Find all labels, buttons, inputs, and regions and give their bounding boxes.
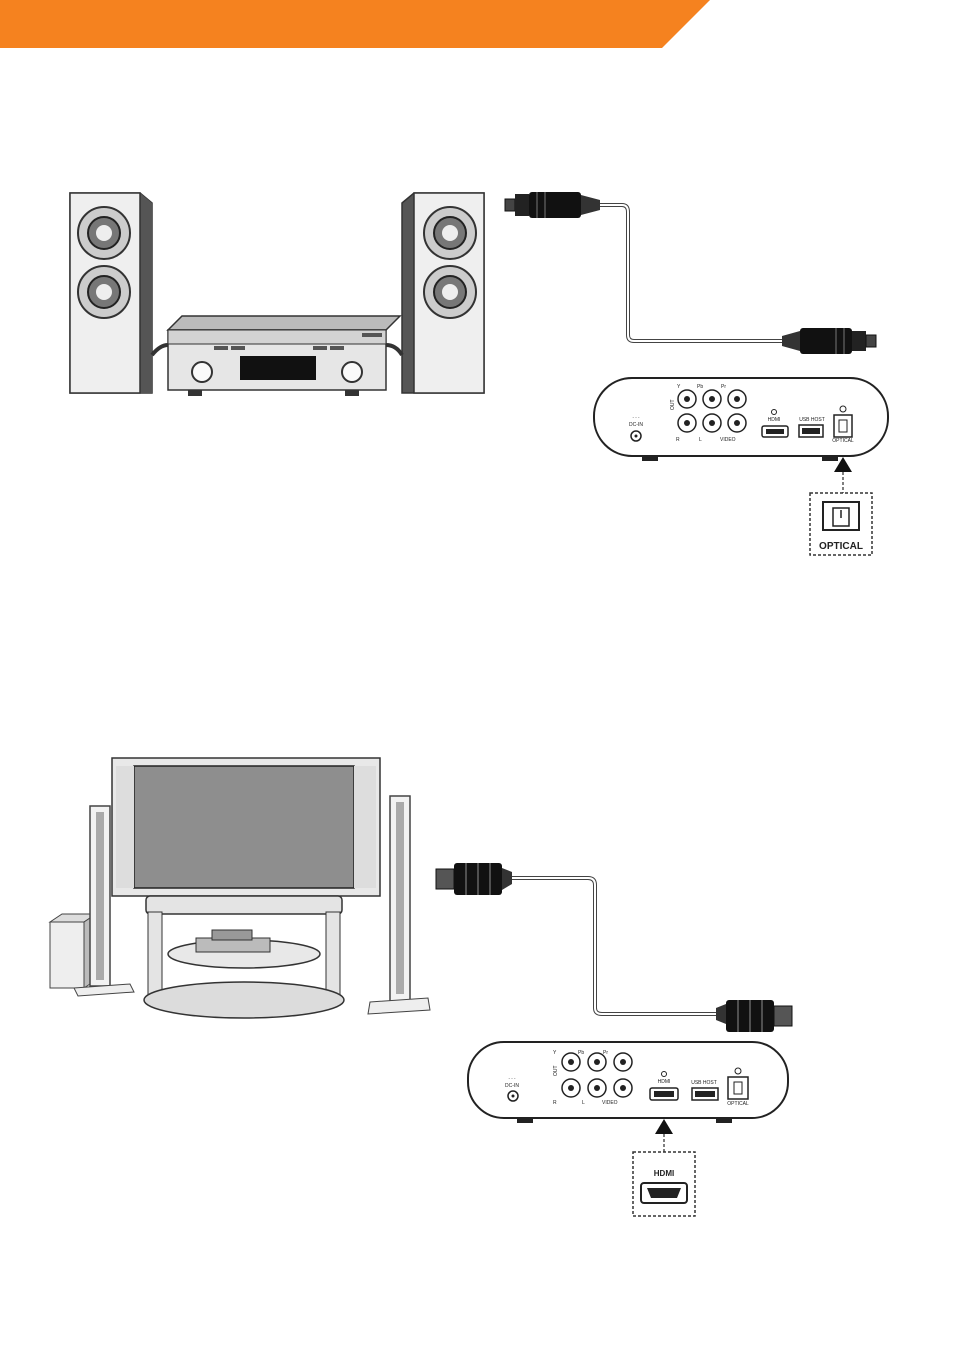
port-label-out: OUT bbox=[553, 1065, 559, 1076]
port-label-usb-host: USB HOST bbox=[691, 1080, 717, 1086]
hdmi-plug-icon bbox=[716, 1000, 792, 1032]
port-label-usb-host: USB HOST bbox=[799, 417, 825, 423]
port-label-out: OUT bbox=[670, 399, 676, 410]
optical-connection-diagram: - - - DC-IN Y Pb Pr OUT R L VIDEO HDMI U… bbox=[0, 180, 953, 570]
optical-plug-icon bbox=[782, 328, 876, 354]
header-banner bbox=[0, 0, 953, 50]
speaker-wire-left bbox=[152, 345, 168, 355]
subwoofer-icon bbox=[50, 914, 96, 988]
header-accent-shape bbox=[0, 0, 710, 48]
port-label-pr: Pr bbox=[721, 384, 726, 390]
port-label-optical: OPTICAL bbox=[727, 1101, 749, 1107]
svg-text:- - -: - - - bbox=[509, 1076, 516, 1081]
hdmi-callout-label: HDMI bbox=[654, 1169, 674, 1178]
port-label-pb: Pb bbox=[697, 384, 703, 390]
optical-callout: OPTICAL bbox=[810, 493, 872, 555]
port-label-l: L bbox=[582, 1100, 585, 1106]
svg-text:- - -: - - - bbox=[633, 415, 640, 420]
speaker-wire-right bbox=[386, 345, 402, 355]
port-label-hdmi: HDMI bbox=[658, 1079, 671, 1085]
arrow-up-icon bbox=[655, 1119, 673, 1134]
port-label-pb: Pb bbox=[578, 1050, 584, 1056]
tv-stand-icon bbox=[144, 896, 344, 1018]
media-player-back-panel: - - - DC-IN Y Pb Pr OUT R L VIDEO HDMI U… bbox=[468, 1042, 788, 1123]
hdmi-callout: HDMI bbox=[633, 1152, 695, 1216]
amplifier-icon bbox=[168, 316, 400, 396]
optical-callout-label: OPTICAL bbox=[819, 541, 863, 552]
tv-icon bbox=[112, 758, 380, 896]
hdmi-plug-icon bbox=[436, 863, 512, 895]
port-label-dc-in: DC-IN bbox=[629, 422, 643, 428]
left-speaker-icon bbox=[70, 193, 152, 393]
hdmi-cable bbox=[510, 878, 716, 1014]
port-label-dc-in: DC-IN bbox=[505, 1083, 519, 1089]
optical-plug-icon bbox=[505, 192, 600, 218]
port-label-video: VIDEO bbox=[720, 437, 736, 443]
port-label-hdmi: HDMI bbox=[768, 417, 781, 423]
right-speaker-icon bbox=[402, 193, 484, 393]
port-label-l: L bbox=[699, 437, 702, 443]
port-label-optical: OPTICAL bbox=[832, 438, 854, 444]
media-player-back-panel: - - - DC-IN Y Pb Pr OUT R L VIDEO HDMI U… bbox=[594, 378, 888, 461]
hdmi-connection-diagram: - - - DC-IN Y Pb Pr OUT R L VIDEO HDMI U… bbox=[0, 750, 953, 1230]
port-label-video: VIDEO bbox=[602, 1100, 618, 1106]
port-label-r: R bbox=[676, 437, 680, 443]
port-label-r: R bbox=[553, 1100, 557, 1106]
